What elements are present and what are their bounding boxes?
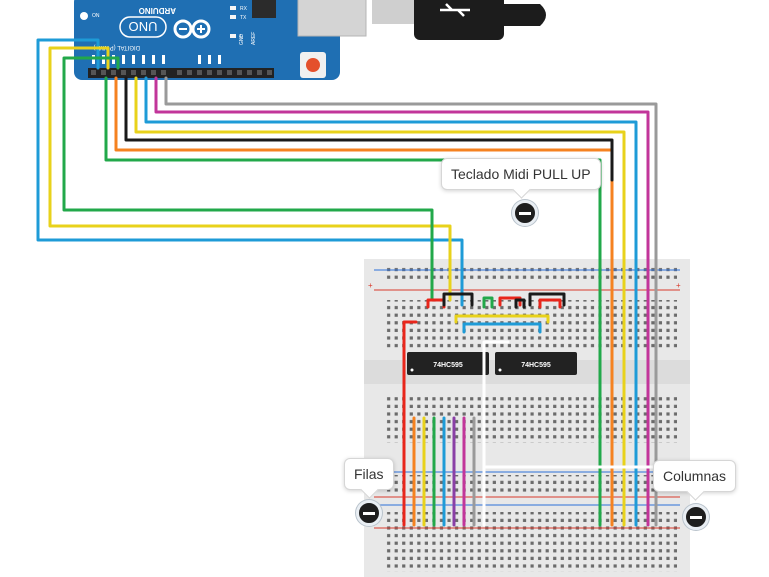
wires [36, 38, 658, 527]
l-label: L [240, 34, 243, 40]
wire-blue-loop [36, 38, 464, 307]
aref-label: AREF [251, 32, 257, 45]
gnd-label: GND [239, 34, 245, 46]
filas-callout: Filas [344, 458, 394, 490]
wire-green-loop [62, 56, 434, 302]
uno-badge: UNO [119, 16, 167, 38]
tx-label: TX [240, 15, 247, 21]
svg-text:+: + [368, 281, 373, 290]
reset-button[interactable] [300, 52, 326, 78]
columnas-label: Columnas [663, 468, 727, 484]
wire-yellow-col [134, 76, 626, 527]
filas-label: Filas [354, 466, 384, 482]
power-led [80, 12, 88, 20]
wire-green-col [104, 76, 602, 527]
chip-label: 74HC595 [521, 362, 551, 369]
teclado-label: Teclado Midi PULL UP [451, 166, 591, 182]
wire-yellow-loop [48, 46, 452, 302]
shift-register-2[interactable]: 74HC595 [495, 352, 577, 375]
arduino-board[interactable]: UNO ARDUINO ON RX TX L AREF GND DIGITAL … [74, 0, 367, 80]
model-label: UNO [129, 19, 158, 34]
columnas-callout: Columnas [653, 460, 737, 492]
teclado-callout: Teclado Midi PULL UP [441, 158, 601, 190]
digital-label: DIGITAL (PWM~) [93, 44, 140, 50]
wire-black-col [124, 76, 614, 182]
usb-cable [372, 0, 546, 40]
wire-cyan-col [144, 76, 638, 527]
wire-purple-col [154, 76, 650, 527]
chip-label: 74HC595 [433, 362, 463, 369]
teclado-minus-icon[interactable] [512, 200, 538, 226]
usb-connector [297, 0, 367, 37]
columnas-minus-icon[interactable] [683, 504, 709, 530]
arduino-logo [173, 19, 211, 39]
rx-label: RX [240, 6, 248, 12]
header-pins [91, 70, 272, 75]
wire-orange-col [114, 76, 614, 527]
svg-text:+: + [676, 281, 681, 290]
filas-minus-icon[interactable] [356, 500, 382, 526]
brand-label: ARDUINO [139, 6, 176, 15]
shift-register-1[interactable]: 74HC595 [407, 352, 489, 375]
on-label: ON [92, 13, 100, 19]
wire-gray-col [164, 76, 658, 527]
